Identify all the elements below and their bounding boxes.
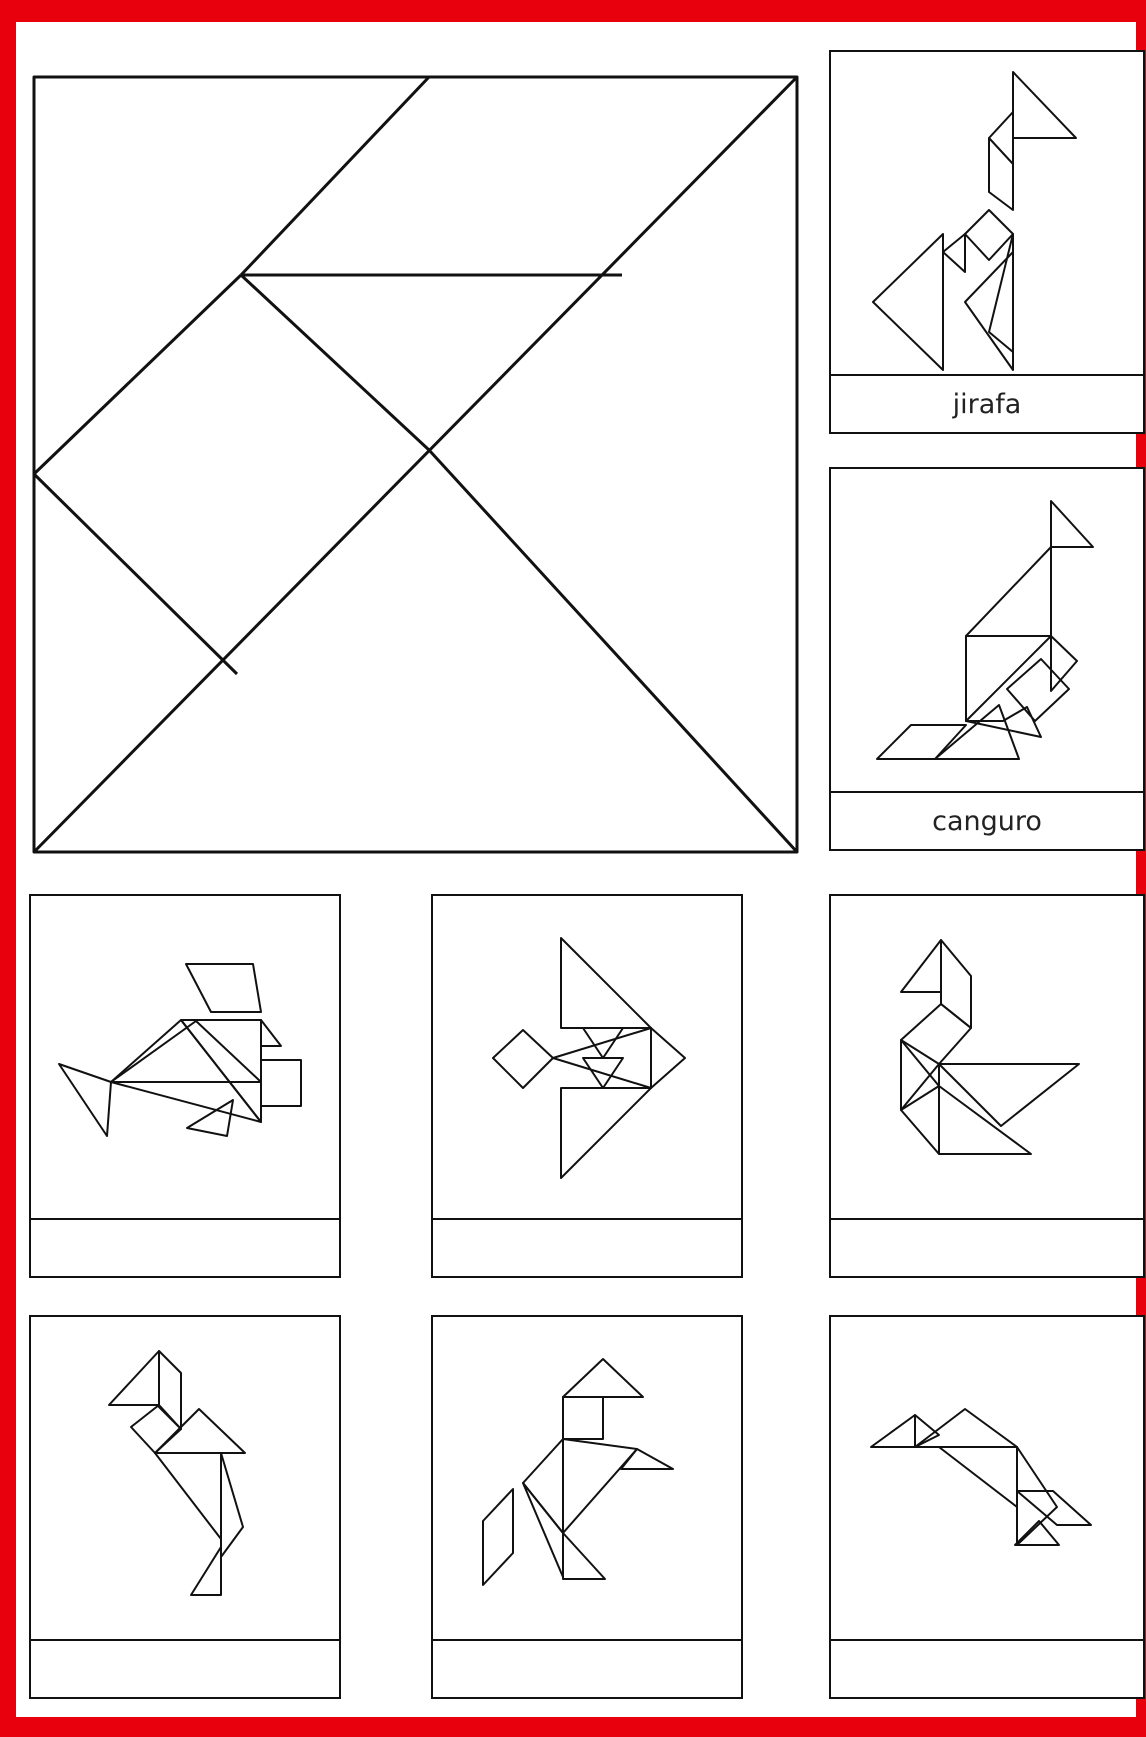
card-canguro: canguro <box>829 467 1145 851</box>
tangram-diagonal-line <box>34 77 797 852</box>
swan-figure <box>831 896 1143 1218</box>
label-figure-flamingo <box>29 1639 341 1699</box>
canguro-figure <box>831 469 1143 789</box>
horse-figure <box>433 1317 741 1639</box>
jirafa-figure <box>831 52 1143 372</box>
label-jirafa: jirafa <box>829 374 1145 434</box>
tangram-line <box>241 275 429 450</box>
label-figure-swan <box>829 1218 1145 1278</box>
card-figure-bird <box>829 1315 1145 1699</box>
tangram-line <box>241 77 429 275</box>
label-figure-rabbit <box>29 1218 341 1278</box>
rabbit-figure <box>31 896 339 1218</box>
tangram-line <box>34 474 237 674</box>
fish-figure <box>433 896 741 1218</box>
card-figure-horse <box>431 1315 743 1699</box>
bird-figure <box>831 1317 1143 1639</box>
label-figure-bird <box>829 1639 1145 1699</box>
card-figure-swan <box>829 894 1145 1278</box>
card-figure-flamingo <box>29 1315 341 1699</box>
label-figure-horse <box>431 1639 743 1699</box>
card-figure-rabbit <box>29 894 341 1278</box>
card-jirafa: jirafa <box>829 50 1145 434</box>
card-figure-fish <box>431 894 743 1278</box>
tangram-line <box>34 275 241 474</box>
tangram-reference-square <box>32 50 814 856</box>
flamingo-figure <box>31 1317 339 1639</box>
tangram-line <box>429 450 797 852</box>
label-figure-fish <box>431 1218 743 1278</box>
label-canguro: canguro <box>829 791 1145 851</box>
